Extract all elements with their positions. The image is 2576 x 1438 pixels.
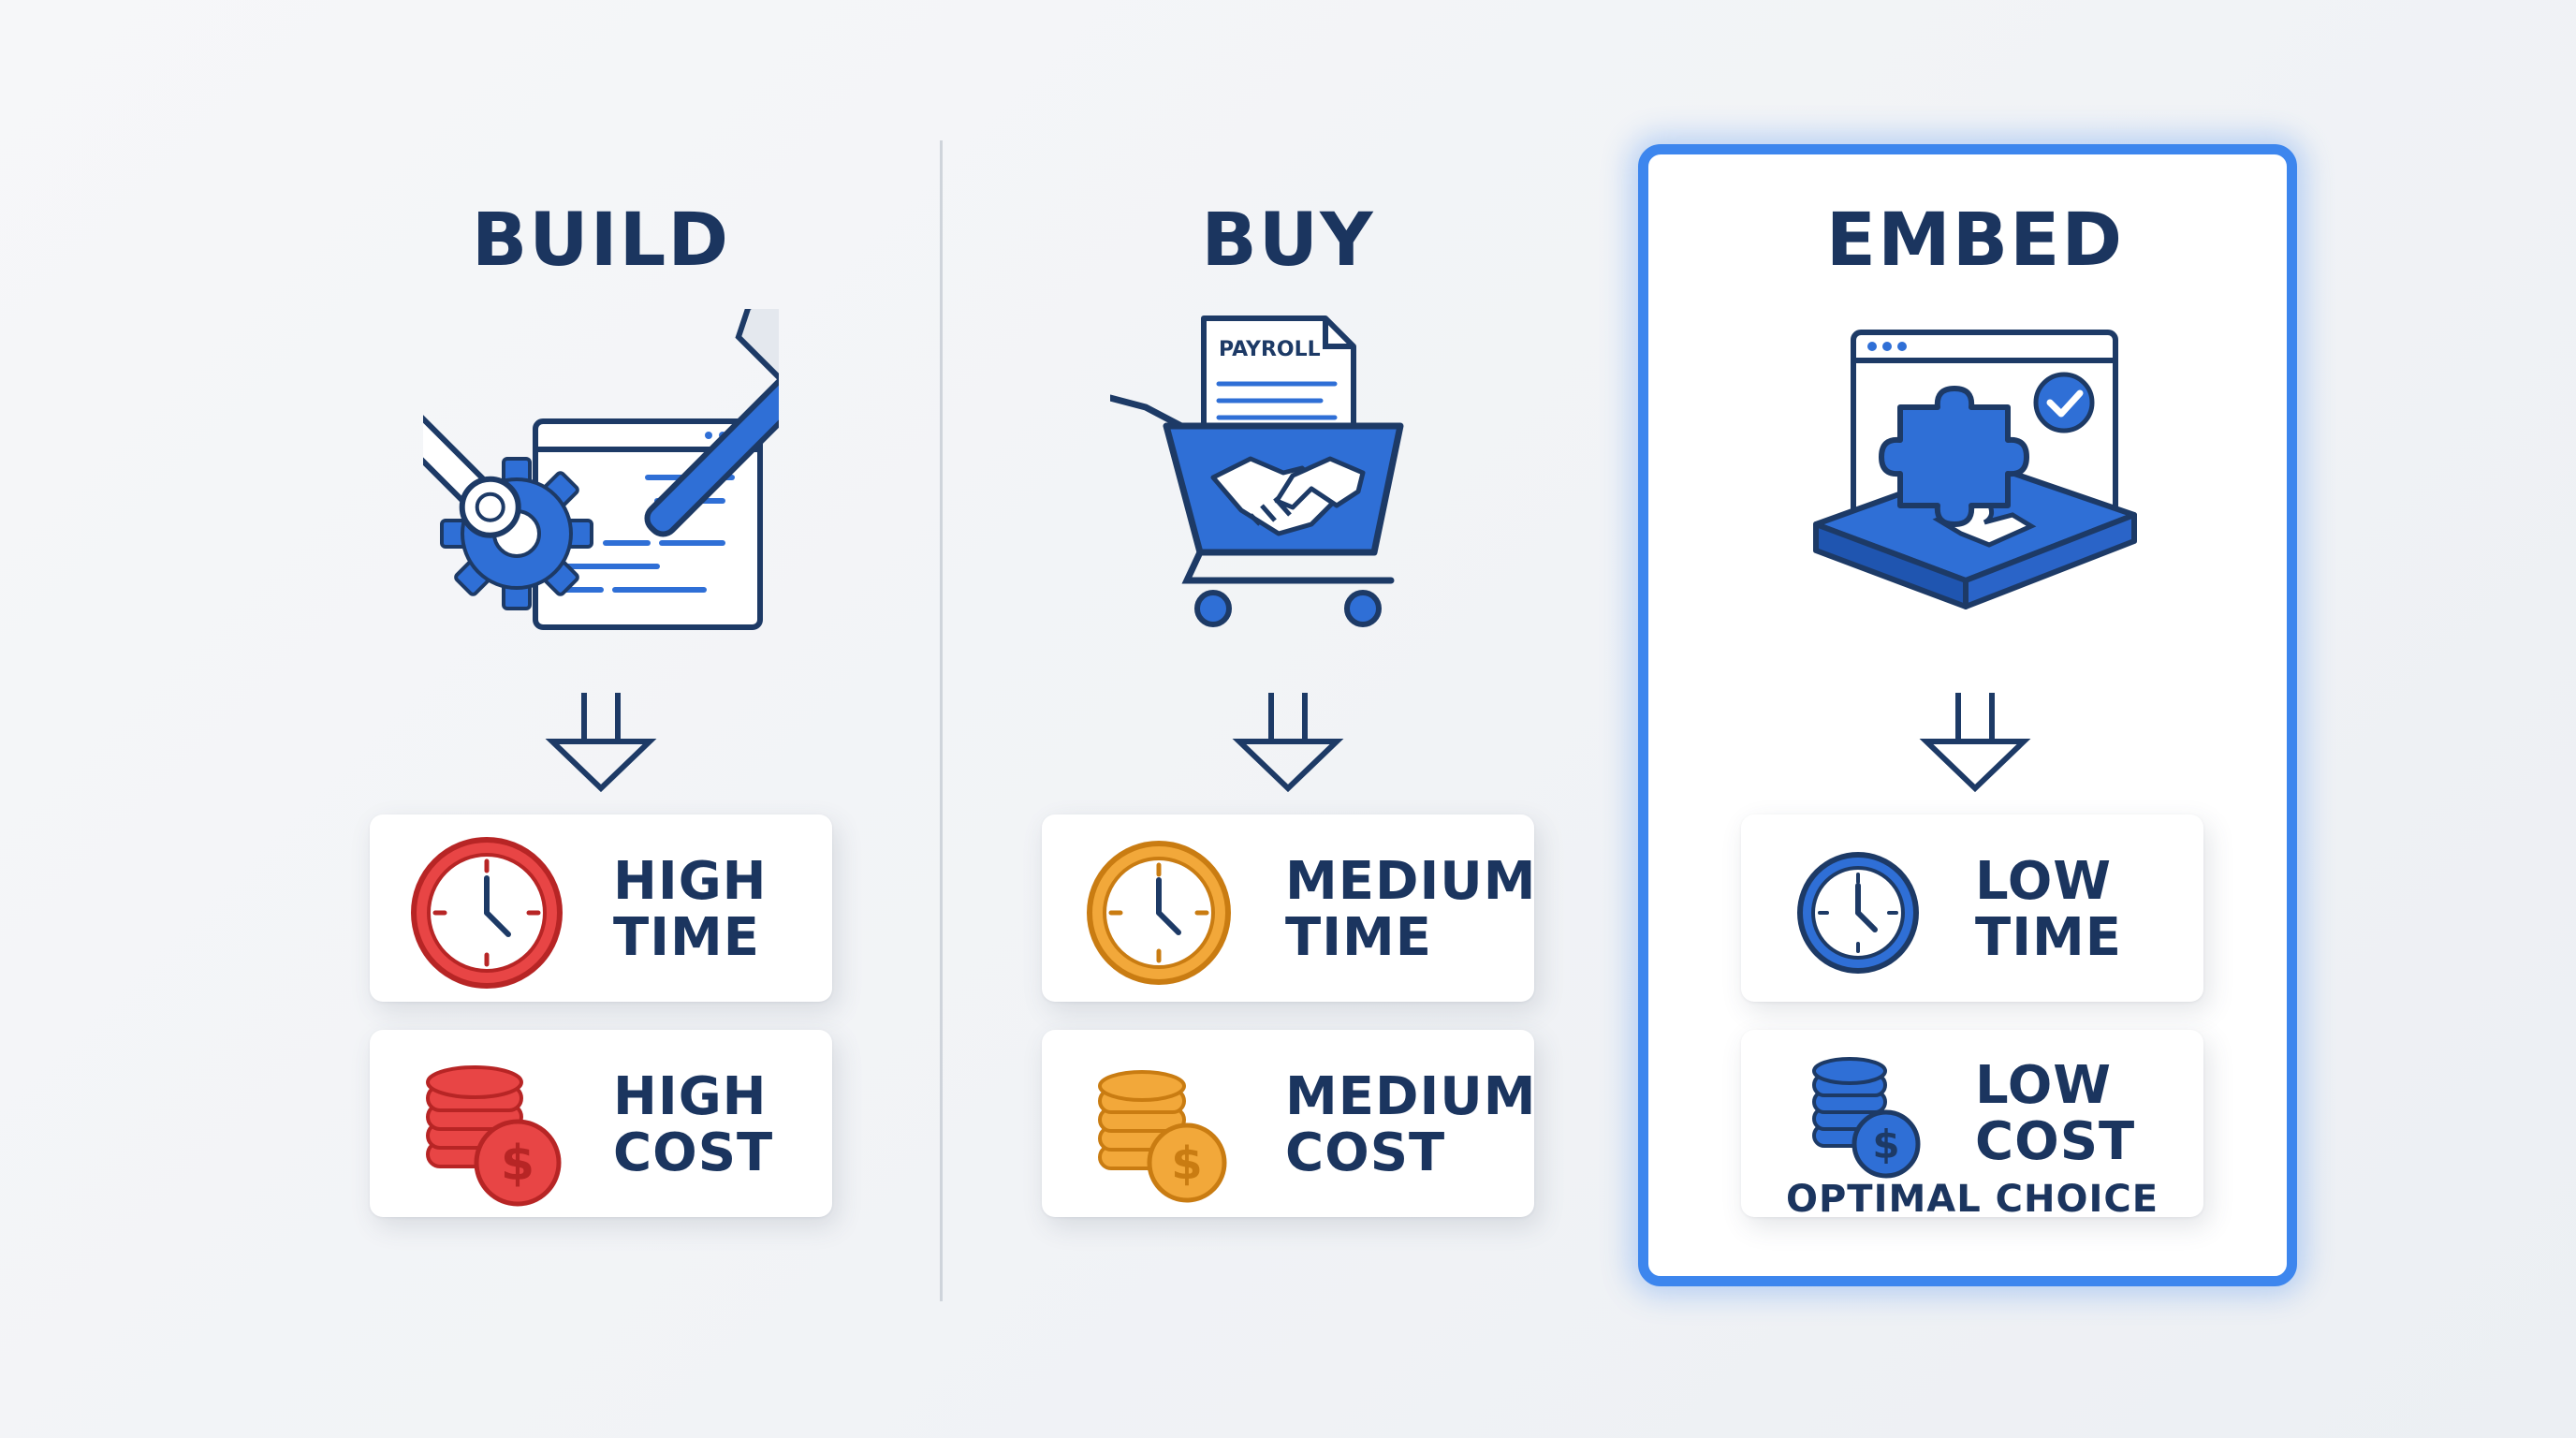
- column-title: EMBED: [1825, 198, 2125, 283]
- time-card: HIGH TIME: [370, 814, 832, 1002]
- shopping-cart-payroll-handshake-icon: PAYROLL: [1110, 315, 1404, 627]
- column-build: BUILD: [227, 0, 975, 1438]
- time-card: MEDIUM TIME: [1042, 814, 1537, 1002]
- cost-label: MEDIUM COST: [1285, 1066, 1537, 1183]
- clock-icon: [1797, 852, 1919, 974]
- down-arrow-icon: [1919, 693, 2031, 793]
- column-divider: [940, 140, 943, 1301]
- svg-text:$: $: [1872, 1122, 1899, 1167]
- svg-text:$: $: [501, 1136, 534, 1192]
- down-arrow-icon: [545, 693, 657, 793]
- column-title: BUILD: [471, 198, 731, 283]
- time-card: LOW TIME: [1741, 814, 2203, 1002]
- cost-label: HIGH COST: [613, 1066, 774, 1183]
- payroll-doc-label: PAYROLL: [1219, 338, 1321, 361]
- column-embed: EMBED: [1601, 0, 2349, 1438]
- cost-label: LOW COST: [1975, 1055, 2136, 1172]
- cost-card: $ HIGH COST: [370, 1030, 832, 1217]
- down-arrow-icon: [1232, 693, 1344, 793]
- clock-icon: [411, 837, 563, 989]
- column-title: BUY: [1201, 198, 1375, 283]
- clock-icon: [1087, 841, 1231, 985]
- cost-card: $ MEDIUM COST: [1042, 1030, 1537, 1217]
- cost-card: $ LOW COST OPTIMAL CHOICE: [1741, 1030, 2203, 1221]
- coins-dollar-icon: $: [426, 1065, 562, 1207]
- time-label: MEDIUM TIME: [1285, 851, 1537, 968]
- time-label: LOW TIME: [1975, 851, 2123, 968]
- svg-text:$: $: [1171, 1137, 1202, 1190]
- time-label: HIGH TIME: [613, 851, 768, 968]
- coins-dollar-icon: $: [1098, 1070, 1227, 1203]
- puzzle-window-check-icon: [1813, 330, 2137, 609]
- optimal-choice-note: OPTIMAL CHOICE: [1785, 1178, 2159, 1221]
- tools-gear-code-window-icon: [423, 309, 779, 630]
- coins-dollar-icon: $: [1812, 1057, 1921, 1179]
- column-buy: BUY PAYROLL: [914, 0, 1662, 1438]
